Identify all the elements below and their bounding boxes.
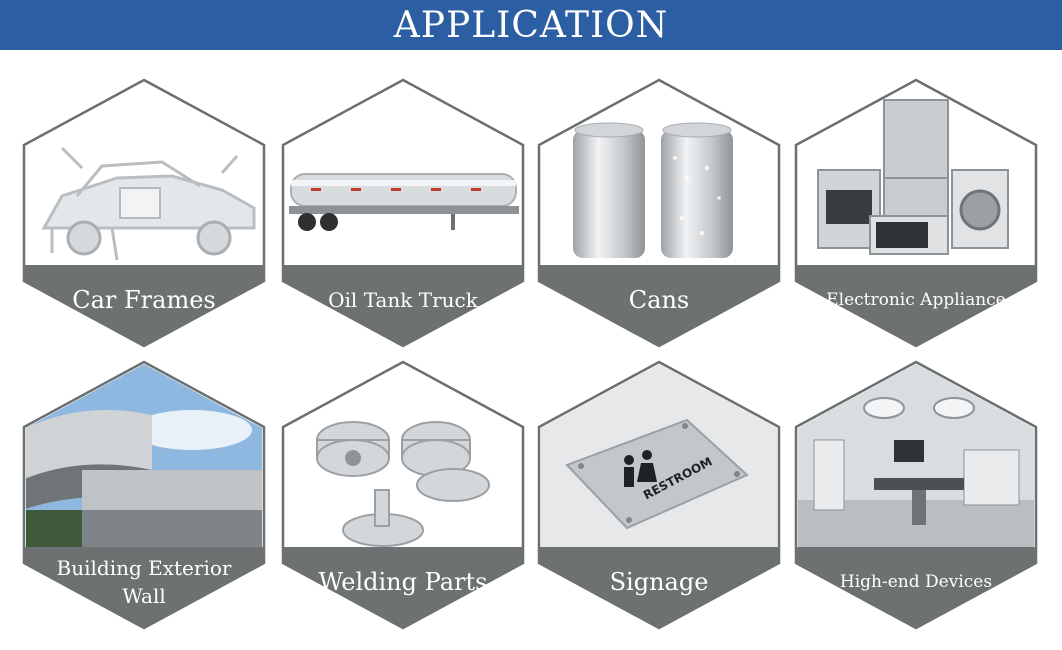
application-tile-cans[interactable]: Cans (537, 78, 781, 348)
application-label: Building Exterior Wall (56, 556, 232, 608)
application-label: Signage (609, 568, 709, 596)
application-tile-welding-parts[interactable]: Welding Parts (281, 360, 525, 630)
header-banner: APPLICATION (0, 0, 1062, 50)
medical-devices-icon (798, 364, 1034, 547)
application-tile-signage[interactable]: RESTROOM Signage (537, 360, 781, 630)
can-icon (573, 122, 733, 258)
application-tile-high-end-devices[interactable]: High-end Devices (794, 360, 1038, 630)
building-icon (26, 364, 262, 547)
page-title: APPLICATION (393, 4, 669, 46)
application-label: High-end Devices (839, 572, 993, 592)
appliance-icon (817, 99, 1009, 255)
application-tile-oil-tank-truck[interactable]: Oil Tank Truck (281, 78, 525, 348)
welding-parts-icon (316, 421, 490, 547)
application-label: Cans (628, 286, 690, 314)
car-frame-icon (41, 146, 256, 261)
application-tile-building-exterior-wall[interactable]: Building Exterior Wall (22, 360, 266, 630)
application-label: Car Frames (72, 286, 216, 314)
application-label: Oil Tank Truck (328, 288, 478, 312)
signage-icon (541, 364, 777, 547)
application-label: Electronic Appliance (826, 290, 1006, 310)
application-tile-electronic-appliance[interactable]: Electronic Appliance (794, 78, 1038, 348)
application-label: Welding Parts (318, 568, 488, 596)
application-tile-car-frames[interactable]: Car Frames (22, 78, 266, 348)
tank-truck-icon (289, 173, 519, 231)
